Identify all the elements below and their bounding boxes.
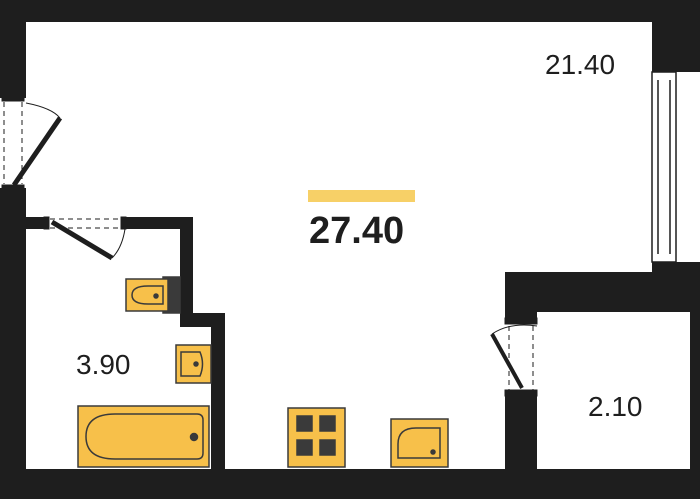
wall-bath-right-upper bbox=[180, 217, 193, 317]
wall-top bbox=[0, 0, 700, 22]
storage-area-label: 2.10 bbox=[588, 391, 643, 422]
wall-bath-top bbox=[26, 217, 46, 229]
total-area-accent-bar bbox=[308, 190, 415, 202]
wall-right-upper bbox=[652, 0, 700, 72]
main-room-area-label: 21.40 bbox=[545, 49, 616, 80]
door-icon bbox=[490, 317, 538, 397]
window-icon bbox=[651, 71, 677, 263]
wall-bath-right-lower bbox=[211, 313, 225, 469]
kitchen-sink-icon bbox=[390, 418, 449, 468]
wall-storage-left-upper bbox=[505, 272, 537, 322]
sink-icon bbox=[175, 344, 212, 384]
door-icon bbox=[0, 95, 63, 191]
stove-icon bbox=[287, 407, 346, 468]
wall-left-upper bbox=[0, 0, 26, 98]
wall-left-lower bbox=[0, 188, 26, 499]
door-icon bbox=[43, 216, 127, 261]
bathroom-area-label: 3.90 bbox=[76, 349, 131, 380]
wall-storage-top bbox=[505, 272, 700, 312]
wall-bath-top-right bbox=[125, 217, 193, 229]
toilet-icon bbox=[125, 276, 181, 314]
wall-bottom bbox=[0, 469, 700, 499]
bathtub-icon bbox=[77, 405, 210, 468]
total-area-label: 27.40 bbox=[309, 210, 405, 252]
wall-right-lower bbox=[690, 262, 700, 499]
